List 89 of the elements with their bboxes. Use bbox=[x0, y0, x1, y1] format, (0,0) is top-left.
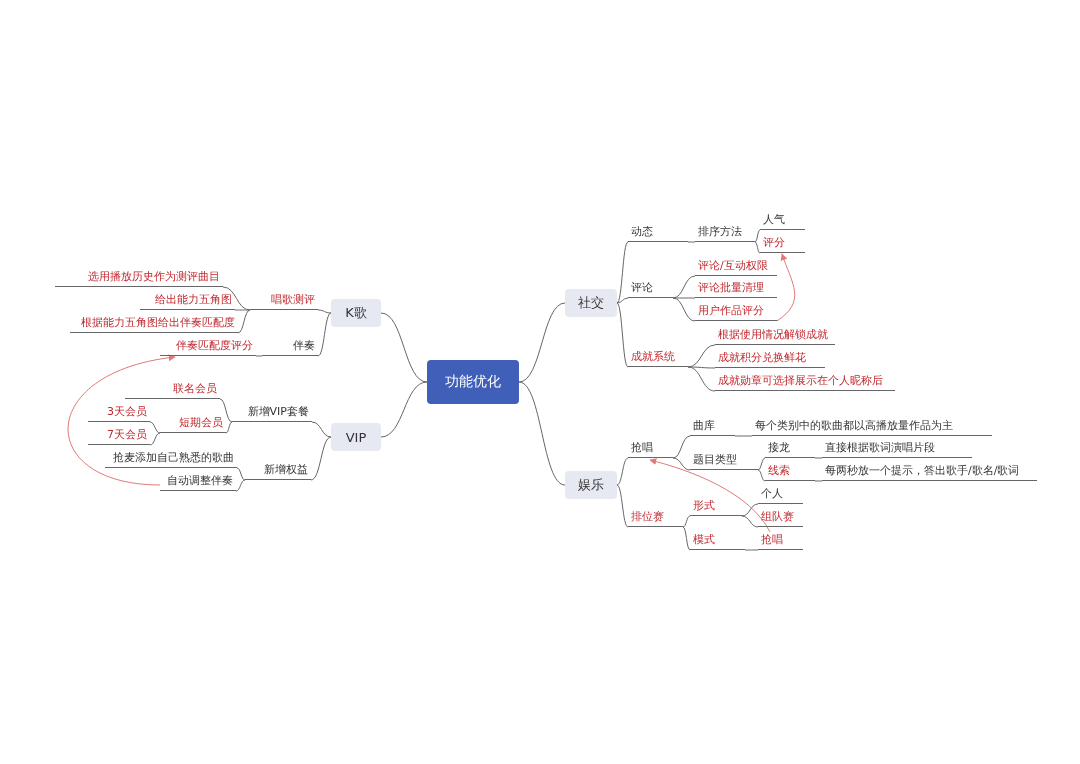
subtopic: 接龙 bbox=[765, 440, 815, 458]
subtopic: 根据能力五角图给出伴奏匹配度 bbox=[70, 315, 238, 333]
subtopic: 用户作品评分 bbox=[695, 303, 777, 321]
branch-connector bbox=[741, 503, 759, 517]
subtopic: 人气 bbox=[760, 212, 805, 230]
branch-connector bbox=[310, 436, 332, 481]
subtopic: 唱歌测评 bbox=[250, 292, 318, 310]
subtopic: 根据使用情况解锁成就 bbox=[715, 327, 835, 345]
branch-connector bbox=[317, 309, 332, 314]
subtopic: 评论批量清理 bbox=[695, 280, 777, 298]
subtopic: 题目类型 bbox=[690, 452, 758, 470]
branch-connector bbox=[237, 309, 251, 334]
subtopic: 给出能力五角图 bbox=[140, 292, 235, 310]
branch-connector bbox=[380, 312, 428, 383]
subtopic: 伴奏匹配度评分 bbox=[160, 338, 256, 356]
branch-connector bbox=[814, 480, 823, 482]
branch-connector bbox=[744, 549, 759, 551]
subtopic: 线索 bbox=[765, 463, 815, 481]
branch-connector bbox=[672, 457, 691, 471]
branch-connector bbox=[616, 241, 629, 304]
branch-connector bbox=[687, 241, 696, 243]
branch-connector bbox=[616, 484, 629, 528]
subtopic: 成就系统 bbox=[628, 349, 688, 367]
branch-connector bbox=[149, 432, 161, 446]
branch-connector bbox=[518, 302, 566, 383]
subtopic: 排序方法 bbox=[695, 224, 755, 242]
branch-connector bbox=[754, 241, 761, 254]
branch-connector bbox=[380, 381, 428, 438]
subtopic: 排位赛 bbox=[628, 509, 683, 527]
subtopic: 7天会员 bbox=[88, 427, 150, 445]
main-topic: 娱乐 bbox=[565, 471, 617, 499]
subtopic: 新增VIP套餐 bbox=[232, 404, 312, 422]
relation-arrow bbox=[649, 458, 771, 533]
branch-connector bbox=[616, 302, 629, 368]
main-topic: K歌 bbox=[331, 299, 381, 327]
subtopic: 评论 bbox=[628, 280, 673, 298]
relation-arrow bbox=[776, 253, 796, 322]
branch-connector bbox=[682, 526, 691, 551]
branch-connector bbox=[757, 457, 766, 471]
subtopic: 模式 bbox=[690, 532, 745, 550]
subtopic: 曲库 bbox=[690, 418, 735, 436]
branch-connector bbox=[672, 297, 696, 299]
subtopic: 每两秒放一个提示，答出歌手/歌名/歌词 bbox=[822, 463, 1037, 481]
branch-connector bbox=[814, 457, 823, 459]
branch-connector bbox=[687, 366, 716, 392]
subtopic: 动态 bbox=[628, 224, 688, 242]
branch-connector bbox=[236, 467, 246, 481]
subtopic: 新增权益 bbox=[245, 462, 311, 480]
subtopic: 抢麦添加自己熟悉的歌曲 bbox=[105, 450, 237, 468]
branch-connector bbox=[149, 421, 161, 434]
main-topic: VIP bbox=[331, 423, 381, 451]
branch-connector bbox=[235, 479, 246, 492]
subtopic: 组队赛 bbox=[758, 509, 803, 527]
branch-connector bbox=[616, 297, 629, 304]
branch-connector bbox=[518, 381, 566, 486]
branch-connector bbox=[672, 297, 696, 322]
branch-connector bbox=[672, 435, 691, 459]
subtopic: 抢唱 bbox=[628, 440, 673, 458]
relation-arrow bbox=[67, 354, 176, 486]
subtopic: 评论/互动权限 bbox=[695, 258, 777, 276]
branch-connector bbox=[234, 309, 251, 311]
branch-connector bbox=[311, 421, 332, 438]
subtopic: 评分 bbox=[760, 235, 805, 253]
branch-connector bbox=[757, 469, 766, 482]
branch-connector bbox=[219, 398, 233, 423]
branch-connector bbox=[741, 515, 759, 528]
branch-connector bbox=[754, 229, 761, 243]
subtopic: 选用播放历史作为测评曲目 bbox=[55, 269, 223, 287]
subtopic: 个人 bbox=[758, 486, 803, 504]
subtopic: 直接根据歌词演唱片段 bbox=[822, 440, 972, 458]
branch-connector bbox=[687, 366, 716, 369]
branch-connector bbox=[225, 421, 233, 434]
subtopic: 短期会员 bbox=[160, 415, 226, 433]
main-topic: 社交 bbox=[565, 289, 617, 317]
central-topic: 功能优化 bbox=[427, 360, 519, 404]
subtopic: 每个类别中的歌曲都以高播放量作品为主 bbox=[752, 418, 992, 436]
subtopic: 成就勋章可选择展示在个人昵称后 bbox=[715, 373, 895, 391]
subtopic: 联名会员 bbox=[125, 381, 220, 399]
subtopic: 伴奏 bbox=[262, 338, 318, 356]
subtopic: 形式 bbox=[690, 498, 742, 516]
subtopic: 抢唱 bbox=[758, 532, 803, 550]
subtopic: 自动调整伴奏 bbox=[160, 473, 236, 491]
branch-connector bbox=[682, 515, 691, 528]
branch-connector bbox=[317, 312, 332, 357]
branch-connector bbox=[734, 435, 753, 437]
subtopic: 成就积分兑换鲜花 bbox=[715, 350, 825, 368]
branch-connector bbox=[255, 355, 263, 357]
subtopic: 3天会员 bbox=[88, 404, 150, 422]
branch-connector bbox=[616, 457, 629, 486]
